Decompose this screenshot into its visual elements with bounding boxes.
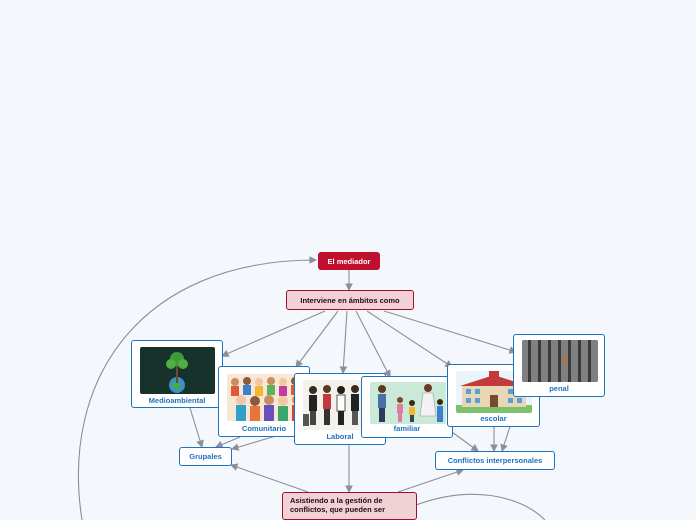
tree-globe-image: [140, 347, 215, 394]
node-el-mediador-label: El mediador: [327, 256, 371, 266]
edge-familiar-interp: [451, 431, 479, 452]
edge-loop-right: [415, 493, 546, 520]
edge-scope-comunitario: [295, 310, 339, 368]
edge-conflict-interp: [397, 468, 465, 493]
edge-medio-grupales: [189, 407, 204, 449]
crowd-image: [227, 374, 303, 421]
edge-scope-familiar: [355, 310, 391, 378]
edge-conflict-grupales: [229, 463, 309, 493]
edge-scope-medioambiental: [220, 310, 326, 357]
edge-scope-escolar: [366, 310, 453, 368]
edge-scope-laboral: [339, 310, 348, 375]
office-workers-image: [303, 380, 367, 430]
node-penal[interactable]: penal: [513, 334, 605, 397]
node-penal-label: penal: [549, 384, 569, 393]
node-familiar-label: familiar: [393, 424, 421, 433]
edge-scope-penal: [383, 310, 518, 354]
node-comunitario-label: Comunitario: [241, 424, 287, 433]
prison-bars-image: [522, 340, 598, 382]
family-image: [370, 382, 446, 424]
node-grupales-label: Grupales: [189, 452, 222, 461]
edge-loop-left: [77, 256, 318, 520]
node-medioambiental[interactable]: Medioambiental: [131, 340, 223, 408]
node-el-mediador[interactable]: El mediador: [318, 252, 380, 270]
edge-comun-grupales: [214, 436, 241, 449]
node-asistiendo[interactable]: Asistiendo a la gestión de conflictos, q…: [282, 492, 417, 520]
node-conflictos-interpersonales-label: Conflictos interpersonales: [447, 456, 543, 465]
node-familiar[interactable]: familiar: [361, 376, 453, 438]
node-escolar-label: escolar: [480, 414, 507, 423]
node-asistiendo-label: Asistiendo a la gestión de conflictos, q…: [290, 496, 386, 514]
node-grupales[interactable]: Grupales: [179, 447, 232, 466]
node-interviene-label: Interviene en ámbitos como: [300, 295, 400, 305]
node-laboral-label: Laboral: [326, 432, 354, 441]
node-medioambiental-label: Medioambiental: [148, 396, 206, 405]
node-conflictos-interpersonales[interactable]: Conflictos interpersonales: [435, 451, 555, 470]
node-interviene[interactable]: Interviene en ámbitos como: [286, 290, 414, 310]
